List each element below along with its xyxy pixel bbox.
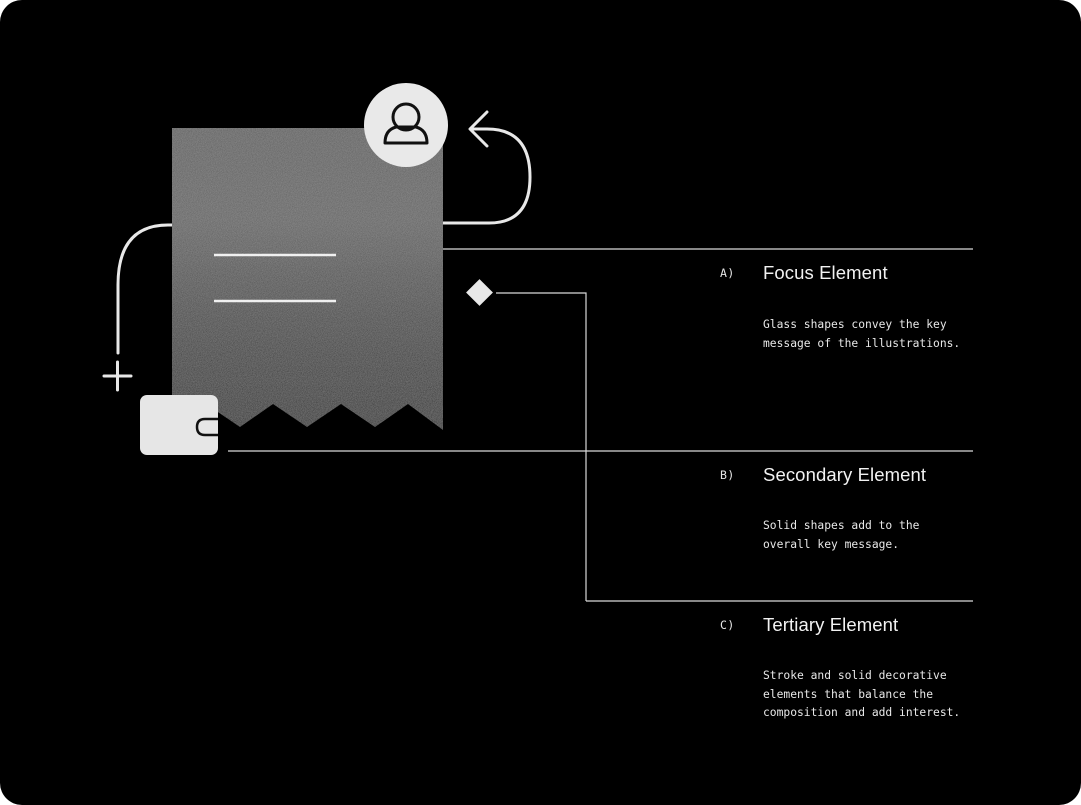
user-icon — [364, 83, 448, 167]
legend-title-tertiary: Tertiary Element — [763, 614, 899, 635]
legend-title-focus: Focus Element — [763, 262, 888, 283]
legend-description-secondary: Solid shapes add to the overall key mess… — [763, 519, 920, 551]
return-arrow-icon — [441, 110, 532, 225]
legend-letter-b: B) — [720, 468, 735, 482]
left-curve-line — [116, 223, 177, 355]
legend-description-tertiary: Stroke and solid decorative elements tha… — [763, 669, 961, 720]
connector-line — [496, 292, 587, 601]
plus-icon — [102, 360, 133, 392]
receipt-shape — [172, 128, 443, 430]
legend-letter-a: A) — [720, 266, 735, 280]
legend-title-secondary: Secondary Element — [763, 464, 927, 485]
wallet-icon — [140, 395, 218, 455]
diamond-icon — [466, 279, 493, 306]
legend-description-focus: Glass shapes convey the key message of t… — [763, 318, 961, 350]
legend-letter-c: C) — [720, 618, 735, 632]
